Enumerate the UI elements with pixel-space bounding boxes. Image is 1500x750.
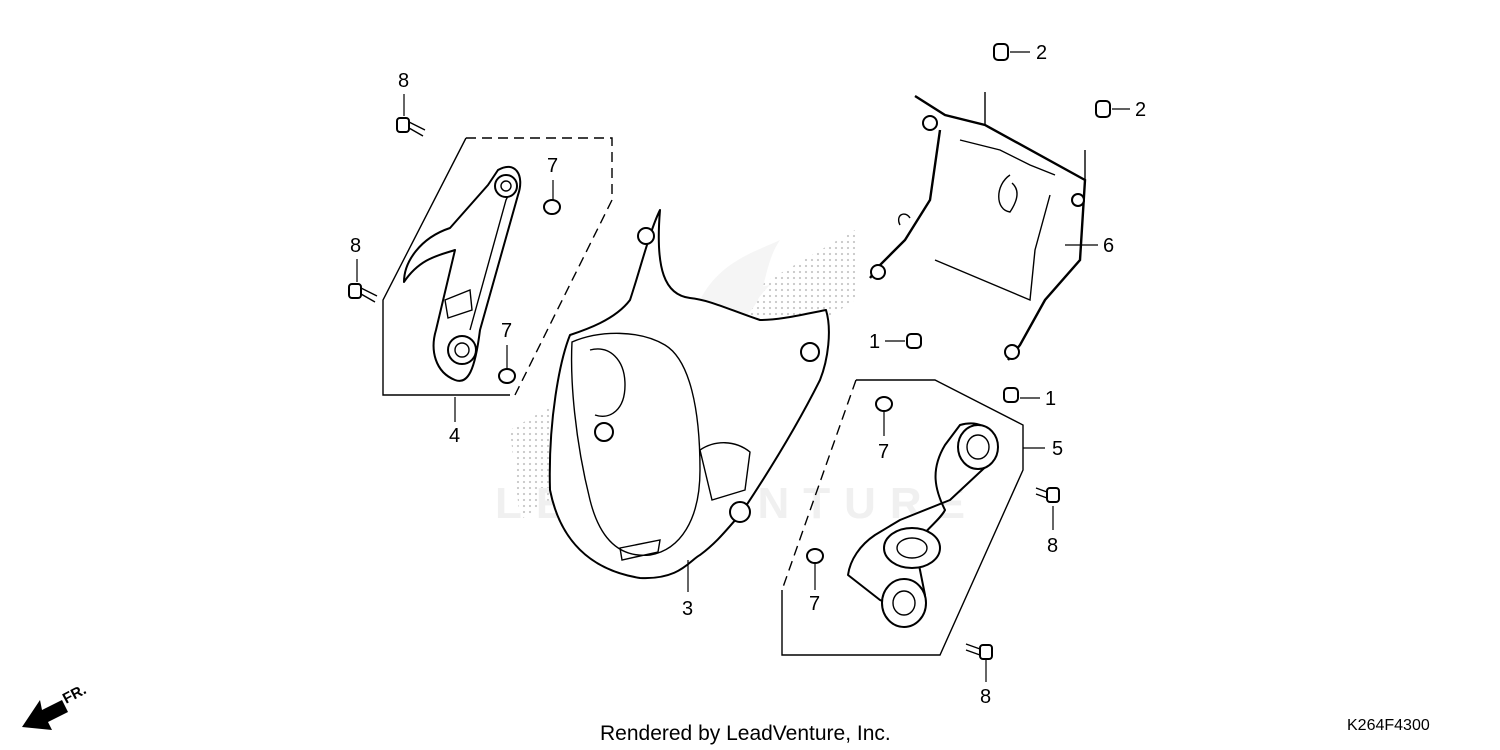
fastener-8-mid-left	[348, 259, 378, 303]
nut-2-a	[993, 43, 1030, 61]
callout-4[interactable]: 4	[449, 425, 460, 447]
nut-1-b	[1003, 387, 1040, 403]
part-5-right-bracket	[781, 379, 1045, 656]
part-4-left-bracket	[382, 137, 613, 396]
callout-5[interactable]: 5	[1052, 438, 1063, 460]
callout-2-b[interactable]: 2	[1135, 99, 1146, 121]
fastener-8-right	[1035, 487, 1060, 530]
callout-8-top-left[interactable]: 8	[398, 70, 409, 92]
callout-1-b[interactable]: 1	[1045, 388, 1056, 410]
callout-8-mid-left[interactable]: 8	[350, 235, 361, 257]
front-direction-arrow-icon: FR.	[22, 681, 89, 730]
fastener-8-bottom	[965, 643, 993, 682]
footer-credit: Rendered by LeadVenture, Inc.	[600, 722, 891, 745]
callout-8-bottom[interactable]: 8	[980, 686, 991, 708]
part-3-front-cowl	[548, 209, 830, 580]
callout-8-right[interactable]: 8	[1047, 535, 1058, 557]
nut-1-a	[885, 333, 922, 349]
callout-7-c[interactable]: 7	[878, 441, 889, 463]
diagram-code: K264F4300	[1347, 717, 1430, 734]
grommet-7-d	[806, 548, 824, 590]
callout-3[interactable]: 3	[682, 598, 693, 620]
grommet-7-b	[498, 345, 516, 384]
front-direction-label: FR.	[60, 681, 89, 707]
grommet-7-a	[543, 180, 561, 215]
callout-1-a[interactable]: 1	[869, 331, 880, 353]
part-6-stay-frame	[869, 92, 1098, 361]
callout-6[interactable]: 6	[1103, 235, 1114, 257]
nut-2-b	[1095, 100, 1130, 118]
callout-7-a[interactable]: 7	[547, 155, 558, 177]
fastener-8-top-left	[396, 94, 426, 137]
callout-2-a[interactable]: 2	[1036, 42, 1047, 64]
callout-7-b[interactable]: 7	[501, 320, 512, 342]
grommet-7-c	[875, 396, 893, 436]
callout-7-d[interactable]: 7	[809, 593, 820, 615]
